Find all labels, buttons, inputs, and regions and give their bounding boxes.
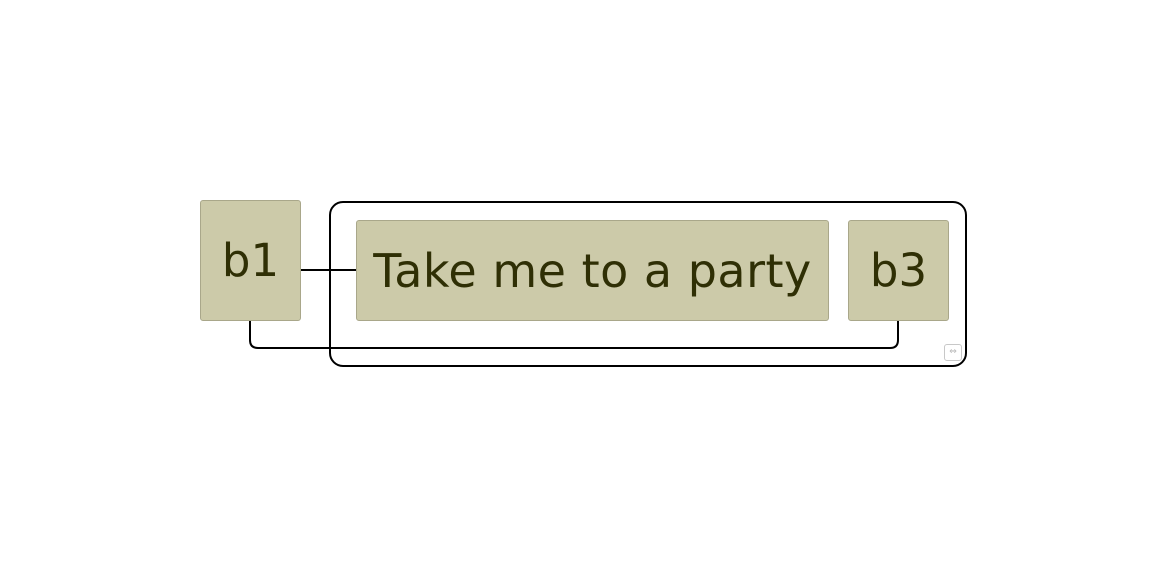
node-b1-label: b1 (221, 234, 280, 287)
node-take-me-to-a-party[interactable]: Take me to a party (356, 220, 829, 321)
node-b3[interactable]: b3 (848, 220, 949, 321)
expand-collapse-icon[interactable]: ⇔ (944, 344, 962, 361)
node-b3-label: b3 (869, 244, 928, 297)
node-main-label: Take me to a party (373, 243, 812, 298)
node-b1[interactable]: b1 (200, 200, 301, 321)
group-frame (329, 201, 967, 367)
